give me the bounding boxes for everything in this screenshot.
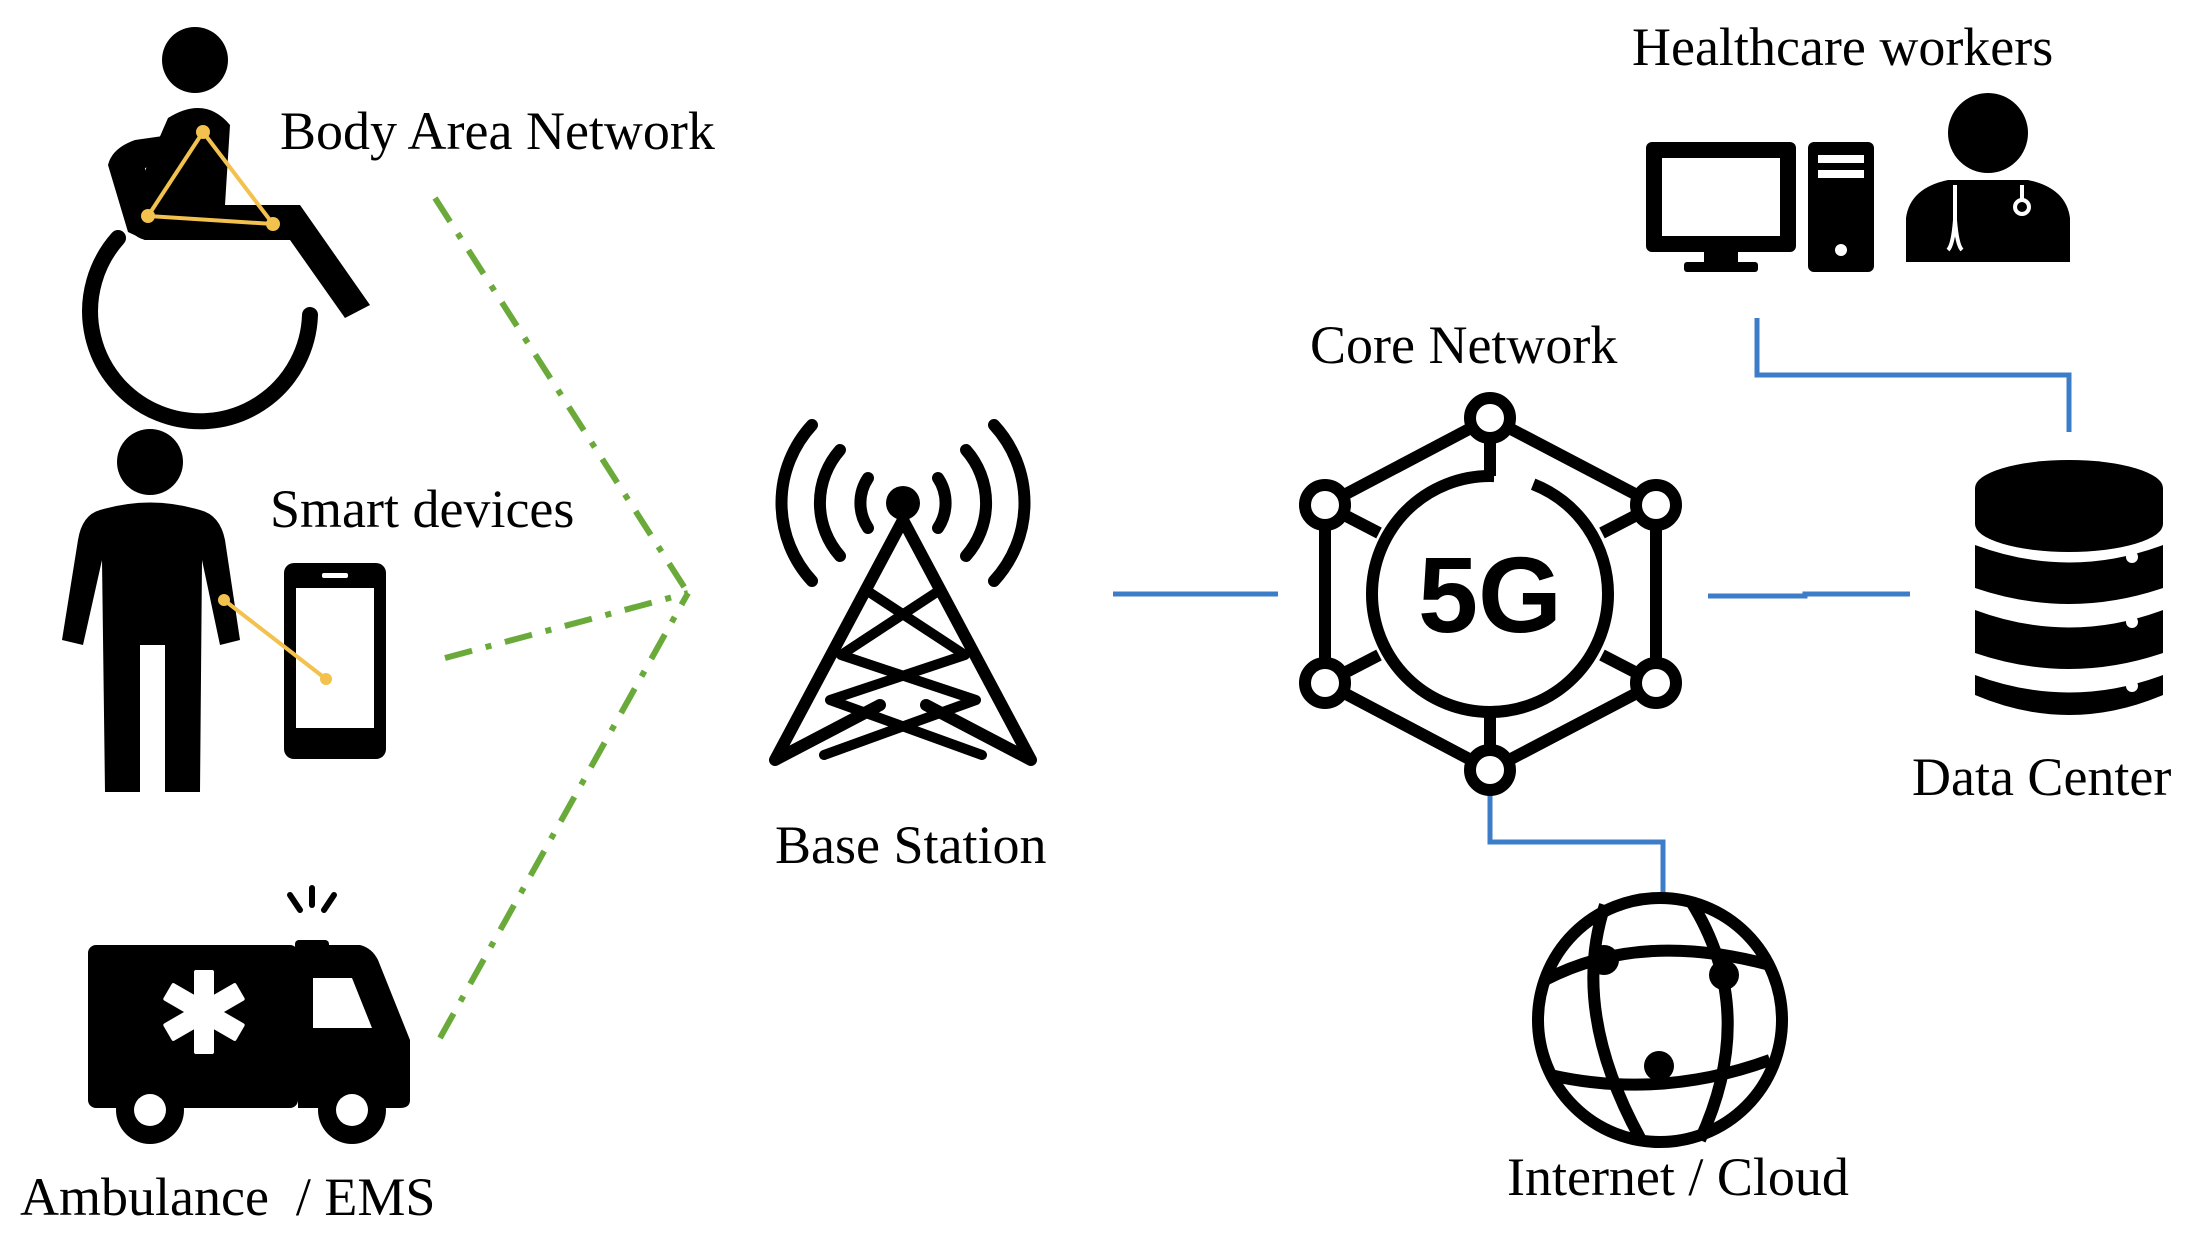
internet-cloud-label: Internet / Cloud [1507,1147,1849,1207]
ambulance-label: Ambulance / EMS [20,1167,436,1227]
smartphone-icon [218,563,386,759]
5g-network-hub-icon [1299,392,1682,796]
globe-icon [1532,892,1788,1148]
wireless-links [432,196,691,1040]
person-icon [62,429,240,792]
body-sensor-links [141,125,280,231]
wired-links [1113,318,2072,893]
cell-tower-icon [769,419,1037,766]
database-icon [1975,460,2163,715]
data-center-label: Data Center [1912,747,2172,807]
healthcare-workers-label: Healthcare workers [1632,17,2054,77]
doctor-icon [1906,93,2070,262]
body-area-network-label: Body Area Network [280,101,715,161]
ambulance-icon [88,885,410,1144]
wheelchair-user-icon [82,27,370,430]
core-network-label: Core Network [1310,315,1618,375]
smart-devices-label: Smart devices [270,479,575,539]
desktop-computer-icon [1646,142,1874,272]
5g-label: 5G [1418,534,1562,655]
base-station-label: Base Station [775,815,1047,875]
